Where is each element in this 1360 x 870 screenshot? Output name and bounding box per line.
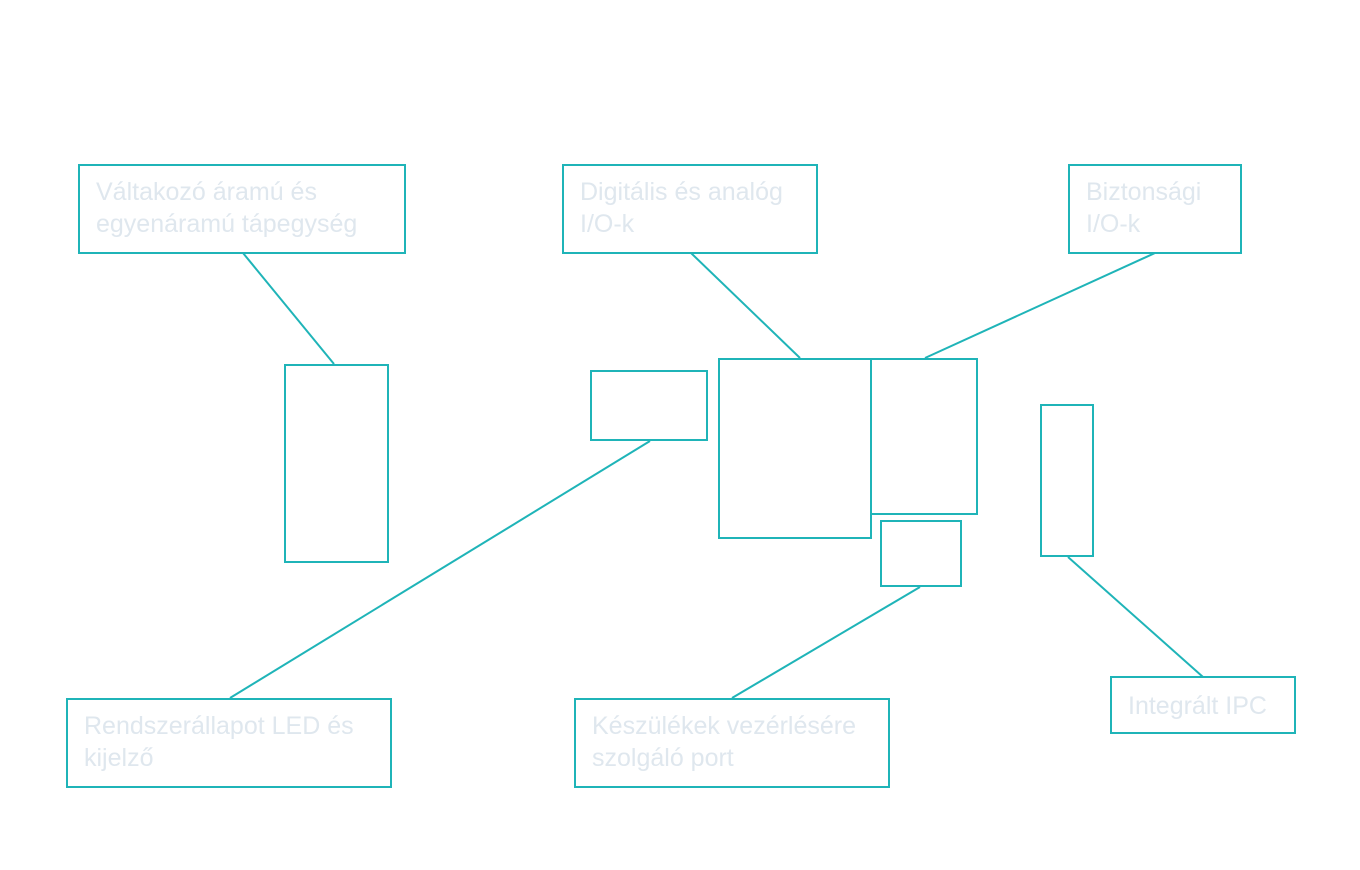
power-supply-region <box>284 364 389 563</box>
ipc-region <box>1040 404 1094 557</box>
label-safety-io: Biztonsági I/O-k <box>1068 164 1242 254</box>
label-digital-io: Digitális és analóg I/O-k <box>562 164 818 254</box>
digital-io-region <box>718 358 872 539</box>
label-ipc: Integrált IPC <box>1110 676 1296 734</box>
connector-power <box>242 252 335 365</box>
label-power-supply-line-2: egyenáramú tápegység <box>96 210 358 238</box>
label-digital-io-line-2: I/O-k <box>580 210 635 238</box>
label-device-port-line-1: Készülékek vezérlésére <box>592 712 857 740</box>
label-device-port: Készülékek vezérlésére szolgáló port <box>574 698 890 788</box>
label-power-supply: Váltakozó áramú és egyenáramú tápegység <box>78 164 406 254</box>
label-status-led-line-2: kijelző <box>84 744 154 772</box>
label-status-led: Rendszerállapot LED és kijelző <box>66 698 392 788</box>
label-safety-io-line-2: I/O-k <box>1086 210 1141 238</box>
label-status-led-line-1: Rendszerállapot LED és <box>84 712 354 740</box>
connector-safety-io <box>924 252 1156 359</box>
device-port-region <box>880 520 962 587</box>
label-safety-io-line-1: Biztonsági <box>1086 178 1202 206</box>
label-digital-io-line-1: Digitális és analóg <box>580 178 783 206</box>
safety-io-region <box>870 358 978 515</box>
connector-ipc <box>1067 556 1204 678</box>
status-led-region <box>590 370 708 441</box>
connector-device-port <box>731 586 921 699</box>
connector-digital-io <box>690 252 801 359</box>
label-ipc-line-1: Integrált IPC <box>1128 692 1267 720</box>
label-device-port-line-2: szolgáló port <box>592 744 734 772</box>
connector-status-led <box>229 440 651 699</box>
label-power-supply-line-1: Váltakozó áramú és <box>96 178 317 206</box>
